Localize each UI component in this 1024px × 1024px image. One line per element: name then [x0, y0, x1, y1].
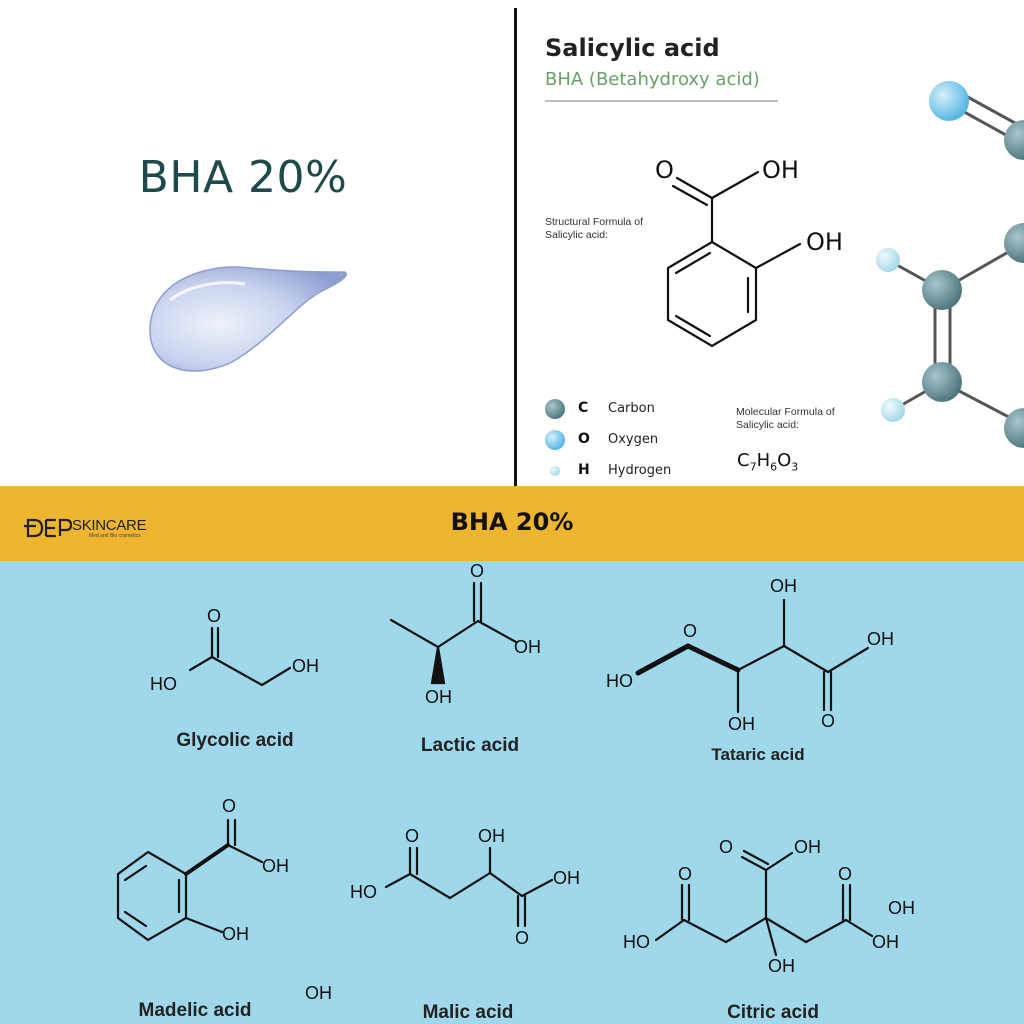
structural-note-line2: Salicylic acid: [545, 229, 609, 241]
acid-name-madelic: Madelic acid [138, 1000, 252, 1021]
legend-symbol-hydrogen: H [578, 462, 590, 478]
product-title: BHA 20% [138, 152, 348, 203]
panel-divider [514, 8, 517, 486]
salicylic-subtitle: BHA (Betahydroxy acid) [545, 69, 760, 90]
structural-note-line1: Structural Formula of [545, 216, 644, 228]
acid-name-lactic: Lactic acid [420, 735, 520, 756]
banner [0, 486, 1024, 561]
acid-name-citric: Citric acid [727, 1002, 819, 1023]
logo-subtext: Med and Bio cosmetics [89, 533, 141, 539]
legend-name-carbon: Carbon [608, 401, 655, 416]
logo-text: SKINCARE [72, 517, 147, 534]
legend-symbol-carbon: C [578, 400, 589, 416]
acid-name-malic: Malic acid [422, 1002, 514, 1023]
legend-name-oxygen: Oxygen [608, 432, 659, 447]
salicylic-title: Salicylic acid [545, 34, 720, 62]
acid-name-tataric: Tataric acid [711, 745, 805, 764]
product-panel: BHA 20% [0, 0, 514, 486]
acids-panel [0, 561, 1024, 1024]
molecular-note-line1: Molecular Formula of [736, 406, 835, 418]
legend-name-hydrogen: Hydrogen [608, 463, 672, 478]
banner-title: BHA 20% [450, 508, 574, 536]
title-rule [545, 100, 778, 102]
molecular-note-line2: Salicylic acid: [736, 419, 800, 431]
serum-drop-image [149, 266, 347, 372]
legend-symbol-oxygen: O [578, 431, 590, 447]
dep-logo-icon [24, 518, 73, 538]
molecular-formula: C7H6O3 [737, 450, 799, 474]
acid-name-glycolic: Glycolic acid [176, 730, 294, 751]
